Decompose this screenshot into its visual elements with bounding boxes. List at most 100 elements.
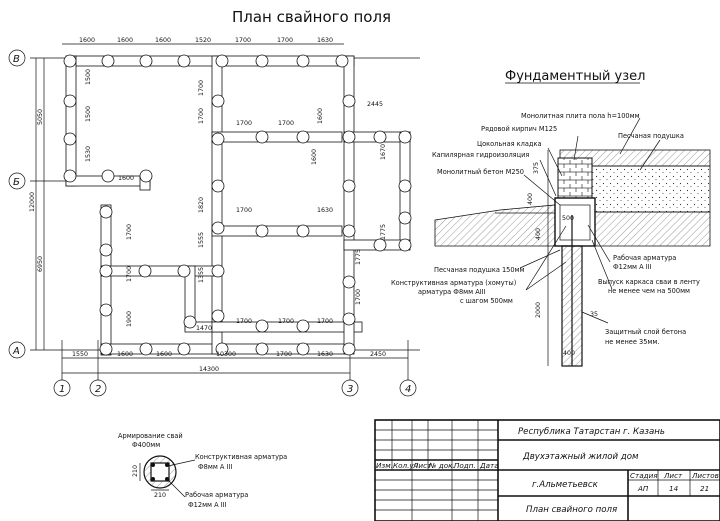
pile	[211, 221, 225, 235]
pile-plan: 1600 1600 1600 1520 1700 1700 1630 1550 …	[8, 37, 420, 397]
node-label-cage-outlet-2: не менее чем на 500мм	[608, 287, 690, 295]
pile	[296, 130, 310, 144]
beam-inner-1	[211, 131, 343, 143]
interior-dim: 1500	[85, 69, 92, 85]
interior-dim: 1700	[126, 224, 133, 240]
pile	[63, 132, 77, 146]
tb-project: Двухэтажный жилой дом	[522, 452, 639, 462]
interior-dim: 1670	[380, 144, 387, 160]
interior-dim: 1700	[278, 120, 294, 127]
node-label-stirrups: Конструктивная арматура (хомуты)	[391, 279, 516, 287]
tb-sheet-title: План свайного поля	[526, 505, 617, 515]
pile	[255, 342, 269, 356]
pile	[99, 243, 113, 257]
dim-top-7: 1630	[317, 37, 333, 44]
tb-sheet: 14	[669, 484, 679, 493]
pile	[296, 54, 310, 68]
dim-left-upper: 5050	[37, 109, 44, 125]
interior-dim: 1555	[198, 232, 205, 248]
svg-text:2: 2	[95, 384, 101, 395]
pile	[373, 130, 387, 144]
dim-overall: 14300	[199, 366, 219, 373]
axis-bubble-2: 2	[89, 379, 107, 397]
dim-bottom-2: 1600	[117, 351, 133, 358]
tb-stage: АП	[637, 484, 649, 493]
node-leaders	[519, 117, 661, 324]
beam-center	[211, 55, 223, 355]
node-title: Фундаментный узел	[505, 69, 645, 84]
pile	[138, 264, 152, 278]
pile	[99, 205, 113, 219]
svg-text:Б: Б	[13, 177, 20, 188]
svg-text:4: 4	[405, 384, 411, 395]
dim-bottom-5: 1700	[276, 351, 292, 358]
interior-dim: 1820	[198, 197, 205, 213]
axis-bubble-4: 4	[399, 379, 417, 397]
interior-dim: 1700	[317, 318, 333, 325]
pile	[101, 54, 115, 68]
tb-organization: Республика Татарстан г. Казань	[518, 427, 665, 437]
pile	[99, 264, 113, 278]
axis-bubble-3: 3	[341, 379, 359, 397]
dim-bottom-1: 1550	[72, 351, 88, 358]
pile	[99, 342, 113, 356]
beam-left-upper	[65, 55, 77, 187]
interior-dim: 1700	[278, 318, 294, 325]
svg-text:В: В	[13, 54, 20, 65]
tb-header-date: Дата	[479, 461, 499, 470]
interior-dim: 1700	[236, 318, 252, 325]
beam-inner-2	[211, 225, 343, 237]
pile	[177, 264, 191, 278]
beam-inner-3	[211, 321, 363, 333]
svg-text:1: 1	[59, 384, 65, 395]
foundation-node: Фундаментный узел 375 400 500 400 2000 3…	[391, 69, 711, 367]
pile	[215, 342, 229, 356]
pile	[255, 130, 269, 144]
pile-detail: Армирование свай Ф400мм 210 210 Конструк…	[118, 432, 287, 509]
dim-bottom-6: 1630	[317, 351, 333, 358]
pile-detail-title-2: Ф400мм	[132, 441, 160, 449]
pile	[398, 238, 412, 252]
pile	[342, 94, 356, 108]
sand-cushion	[579, 165, 711, 213]
node-dim-375: 375	[533, 162, 540, 174]
interior-dim: 1775	[380, 224, 387, 240]
interior-dim: 1500	[85, 106, 92, 122]
pile	[183, 315, 197, 329]
pile	[177, 342, 191, 356]
pile	[139, 342, 153, 356]
interior-dim: 1900	[126, 311, 133, 327]
pile	[215, 54, 229, 68]
pile	[296, 224, 310, 238]
node-label-cage-outlet: Выпуск каркаса сваи в ленту	[598, 278, 700, 286]
node-label-concrete: Монолитный бетон М250	[437, 168, 524, 176]
pile	[211, 94, 225, 108]
pile-detail-dim-h-text: 210	[154, 492, 166, 499]
pile	[63, 54, 77, 68]
node-dim-2000: 2000	[535, 302, 542, 318]
interior-dim: 1600	[311, 149, 318, 165]
pile	[342, 312, 356, 326]
dim-top-1: 1600	[79, 37, 95, 44]
interior-dim: 2445	[367, 101, 383, 108]
pile	[342, 342, 356, 356]
tb-header-list: Лист	[412, 461, 432, 470]
pile-group	[63, 54, 412, 356]
node-dim-35: 35	[590, 311, 598, 318]
node-dim-400b: 400	[535, 228, 542, 240]
ground-right	[594, 211, 711, 247]
pile	[101, 169, 115, 183]
pile	[211, 264, 225, 278]
dim-left-total: 12000	[29, 192, 36, 212]
rebar-dot	[151, 477, 155, 481]
title-block: Изм. Кол.уч Лист № док. Подп. Дата Респу…	[374, 419, 720, 521]
interior-dim: 1355	[198, 267, 205, 283]
pile	[398, 179, 412, 193]
svg-text:3: 3	[347, 384, 353, 395]
pile-detail-leader-2	[166, 478, 186, 498]
pile	[63, 169, 77, 183]
pile	[342, 224, 356, 238]
pile	[139, 54, 153, 68]
pile	[99, 303, 113, 317]
